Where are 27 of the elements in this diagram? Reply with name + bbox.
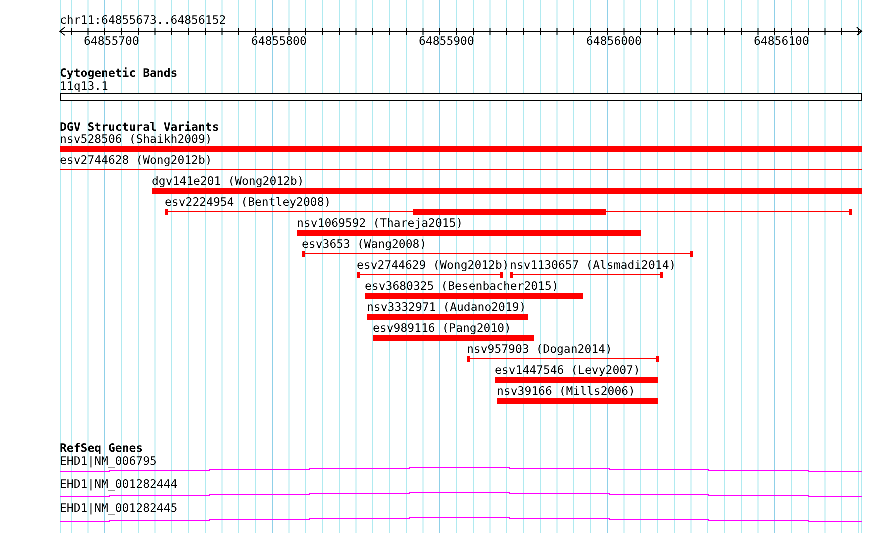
feature-label: esv3680325 (Besenbacher2015) <box>365 280 559 292</box>
feature-label: nsv528506 (Shaikh2009) <box>60 133 212 145</box>
feature-label: esv2224954 (Bentley2008) <box>165 196 332 208</box>
feature-label: nsv3332971 (Audano2019) <box>367 301 526 313</box>
feature-label: esv3653 (Wang2008) <box>302 238 427 250</box>
track-heading: Cytogenetic Bands <box>60 67 178 79</box>
track-heading: RefSeq Genes <box>60 442 144 454</box>
feature-label: nsv39166 (Mills2006) <box>497 385 636 397</box>
feature-label: nsv957903 (Dogan2014) <box>467 343 612 355</box>
track-heading: DGV Structural Variants <box>60 121 220 133</box>
feature-label: EHD1|NM_001282444 <box>60 478 178 490</box>
tick-label: 64855700 <box>84 35 140 47</box>
tick-label: 64856000 <box>586 35 642 47</box>
feature-label: esv989116 (Pang2010) <box>373 322 512 334</box>
tick-label: 64855800 <box>252 35 307 47</box>
feature-label: esv2744629 (Wong2012b) <box>357 259 510 271</box>
tick-label: 64856100 <box>754 35 810 47</box>
feature-label: EHD1|NM_006795 <box>60 455 157 467</box>
feature-label: EHD1|NM_001282445 <box>60 502 178 514</box>
coordinate-title: chr11:64855673..64856152 <box>60 14 226 26</box>
feature-label: nsv1069592 (Thareja2015) <box>297 217 464 229</box>
feature-label: nsv1130657 (Alsmadi2014) <box>510 259 676 271</box>
feature-label: esv1447546 (Levy2007) <box>495 364 640 376</box>
feature-label: dgv141e201 (Wong2012b) <box>152 175 304 187</box>
feature-label: 11q13.1 <box>60 80 108 92</box>
feature-label: esv2744628 (Wong2012b) <box>60 154 212 166</box>
tick-label: 64855900 <box>419 35 474 47</box>
